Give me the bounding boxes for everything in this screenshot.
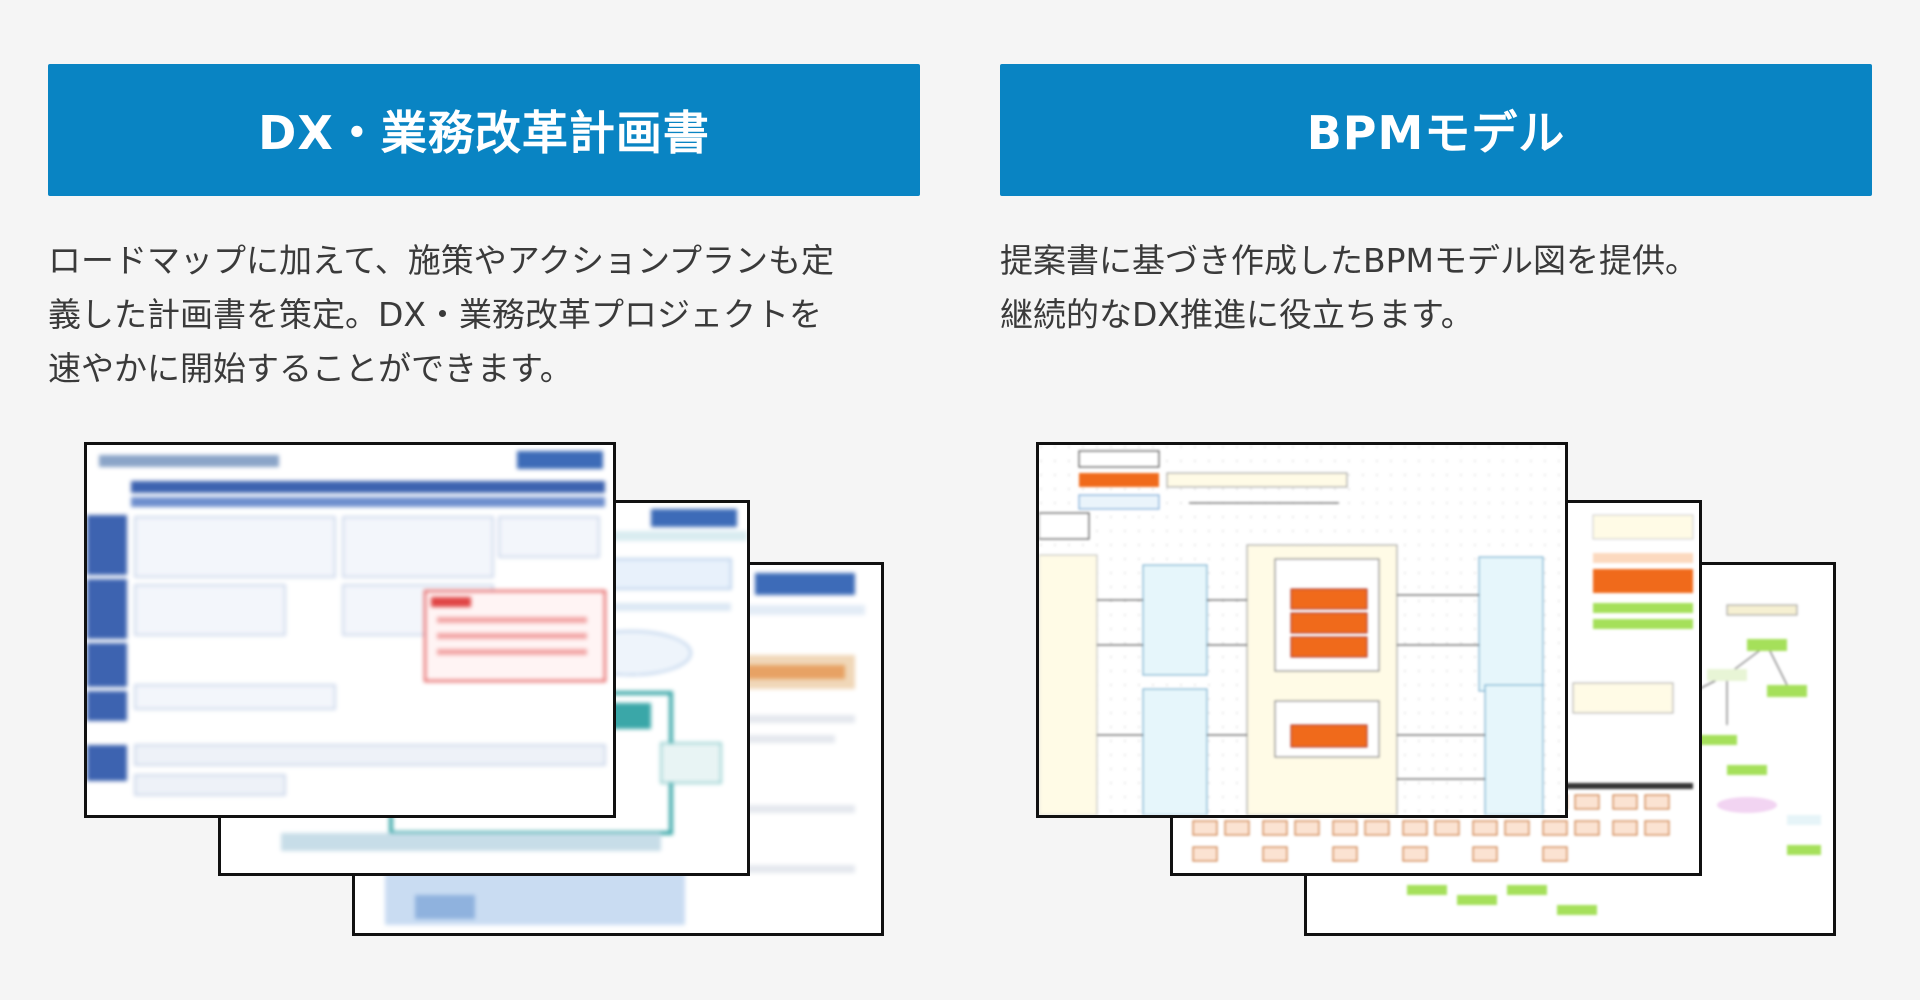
bpm-model-description-line: 継続的なDX推進に役立ちます。 — [1000, 295, 1474, 334]
dx-plan-page-front — [84, 442, 616, 818]
dx-plan-description-line: 義した計画書を策定。DX・業務改革プロジェクトを — [48, 295, 823, 334]
bpm-model-banner: BPMモデル — [1000, 64, 1872, 196]
dx-plan-description: ロードマップに加えて、施策やアクションプランも定 義した計画書を策定。DX・業務… — [48, 234, 920, 396]
bpm-model-description: 提案書に基づき作成したBPMモデル図を提供。 継続的なDX推進に役立ちます。 — [1000, 234, 1872, 342]
bpm-model-title: BPMモデル — [1306, 106, 1566, 160]
dx-plan-description-line: ロードマップに加えて、施策やアクションプランも定 — [48, 241, 835, 280]
document-preview-icon — [87, 445, 613, 815]
bpm-model-page-front — [1036, 442, 1568, 818]
dx-plan-title: DX・業務改革計画書 — [258, 106, 710, 160]
bpm-model-description-line: 提案書に基づき作成したBPMモデル図を提供。 — [1000, 241, 1699, 280]
diagram-preview-icon — [1039, 445, 1565, 815]
dx-plan-banner: DX・業務改革計画書 — [48, 64, 920, 196]
dx-plan-section: DX・業務改革計画書 ロードマップに加えて、施策やアクションプランも定 義した計… — [48, 64, 920, 396]
dx-plan-description-line: 速やかに開始することができます。 — [48, 349, 573, 388]
bpm-model-section: BPMモデル 提案書に基づき作成したBPMモデル図を提供。 継続的なDX推進に役… — [1000, 64, 1872, 342]
bpm-model-thumbnail-stack — [1036, 376, 1908, 936]
dx-plan-thumbnail-stack — [84, 376, 956, 936]
